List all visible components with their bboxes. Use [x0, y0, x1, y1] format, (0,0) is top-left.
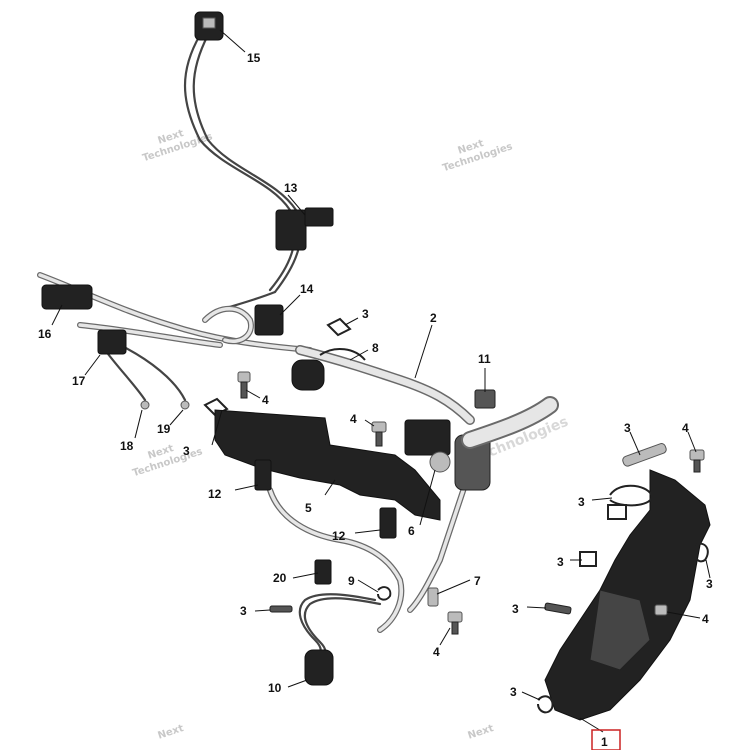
callout-10: 10	[268, 681, 282, 695]
part-7	[427, 587, 439, 607]
bolt-4-right-top	[689, 449, 705, 473]
connector-20	[314, 559, 332, 585]
callout-17: 17	[72, 374, 86, 388]
highlight-box-1	[591, 729, 621, 750]
callout-3c: 3	[240, 604, 247, 618]
callout-14: 14	[300, 282, 314, 296]
callout-3e: 3	[578, 495, 585, 509]
main-harness-2-in	[296, 346, 474, 424]
clip-3-right-d	[693, 542, 709, 563]
clamp-11	[474, 389, 496, 409]
bolt-4-right-mid	[654, 604, 668, 616]
harness-down-in	[408, 468, 472, 612]
wire-19	[118, 343, 187, 402]
callout-4e: 4	[702, 612, 709, 626]
wire-18	[103, 348, 147, 402]
leader-lines	[51, 29, 711, 733]
callout-9: 9	[348, 574, 355, 588]
bracket-1	[544, 469, 711, 721]
clip-3-left	[203, 397, 229, 417]
watermark: Next	[467, 723, 496, 742]
sensor-10	[304, 649, 334, 686]
bolt-4-mid	[371, 421, 387, 447]
main-harness-2	[295, 345, 475, 425]
knock-sensor-8	[291, 348, 366, 391]
terminal-19	[180, 400, 190, 410]
callout-15: 15	[247, 51, 261, 65]
bolt-4-bottom	[447, 611, 463, 635]
callout-4c: 4	[433, 645, 440, 659]
callout-3d: 3	[624, 421, 631, 435]
callout-8: 8	[372, 341, 379, 355]
wire-sensor-15	[184, 33, 296, 292]
wire-sensor-15b	[192, 33, 302, 294]
connector-17	[97, 329, 127, 355]
callout-2: 2	[430, 311, 437, 325]
callout-20: 20	[273, 571, 287, 585]
pin-3-right	[622, 443, 667, 467]
connector-14	[254, 304, 284, 336]
harness-left-lower-in	[78, 323, 222, 347]
callout-3a: 3	[362, 307, 369, 321]
clip-3-right-e	[537, 695, 554, 714]
clip-9	[377, 586, 392, 601]
callout-12a: 12	[208, 487, 222, 501]
relay-6	[404, 419, 491, 491]
callout-4b: 4	[350, 412, 357, 426]
clip-3-right-b	[607, 504, 627, 520]
terminal-18	[140, 400, 150, 410]
callout-18: 18	[120, 439, 134, 453]
connector-12-left	[254, 459, 272, 491]
clip-3-top	[326, 317, 352, 337]
connector-16	[41, 284, 93, 310]
bracket-1-detail	[589, 589, 651, 671]
bolt-4-top	[237, 371, 251, 399]
clip-3-right-c	[579, 551, 597, 567]
screw-3-lower	[269, 605, 293, 613]
callout-3g: 3	[706, 577, 713, 591]
watermark: Next Technologies	[441, 138, 514, 174]
bracket-5	[214, 409, 441, 521]
callout-6: 6	[408, 524, 415, 538]
callout-4a: 4	[262, 393, 269, 407]
harness-mid-loop-in	[203, 307, 253, 343]
callout-3h: 3	[512, 602, 519, 616]
connector-13	[275, 207, 334, 251]
callout-1: 1	[601, 735, 608, 749]
watermark: Next	[157, 723, 186, 742]
callout-4d: 4	[682, 421, 689, 435]
hose-2-in	[463, 398, 557, 447]
callout-3b: 3	[183, 444, 190, 458]
sensor-15	[194, 11, 224, 41]
screw-3-right	[544, 602, 572, 615]
clip-3-right-a	[609, 484, 654, 507]
watermark: Next Technologies	[131, 443, 204, 479]
callout-12b: 12	[332, 529, 346, 543]
callout-7: 7	[474, 574, 481, 588]
callout-13: 13	[284, 181, 298, 195]
callout-5: 5	[305, 501, 312, 515]
connector-12-mid	[379, 507, 397, 539]
callout-3i: 3	[510, 685, 517, 699]
watermark-line1: Next	[467, 723, 496, 742]
callout-3f: 3	[557, 555, 564, 569]
callout-16: 16	[38, 327, 52, 341]
harness-to-12-in	[268, 488, 403, 632]
callout-11: 11	[478, 352, 491, 366]
callout-19: 19	[157, 422, 171, 436]
watermark-line1: Next	[157, 723, 186, 742]
